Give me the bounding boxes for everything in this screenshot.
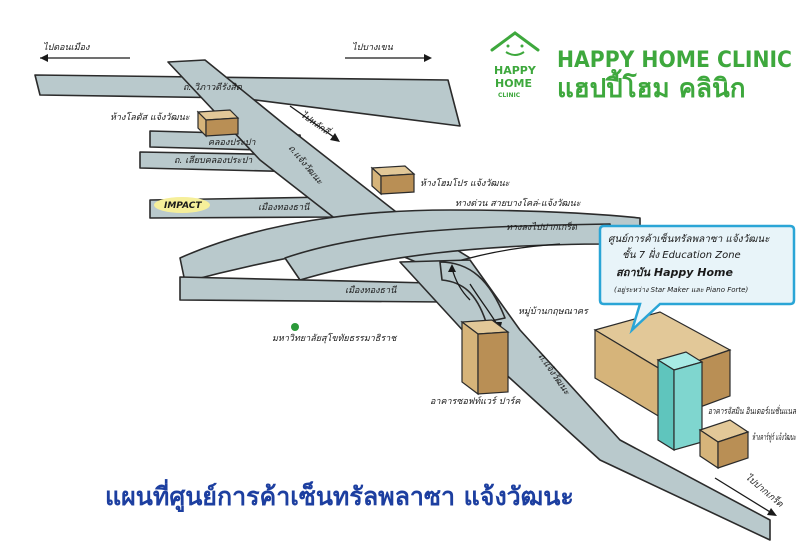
label-to-pakkret: ไปปากเกร็ด — [743, 471, 787, 510]
label-village: หมู่บ้านกฤษณาคร — [518, 306, 589, 317]
label-software-park: อาคารซอฟท์แวร์ ปาร์ค — [430, 396, 521, 407]
arrow-to-laksi — [289, 105, 339, 141]
label-homepro: ห้างโฮมโปร แจ้งวัฒนะ — [420, 177, 511, 189]
logo: HAPPY HOME CLINIC HAPPY HOME CLINIC แฮปป… — [494, 48, 792, 104]
road-vibhavadi — [34, 74, 461, 127]
logo-mark-line2: HOME — [495, 77, 532, 90]
logo-mark-line3: CLINIC — [498, 92, 521, 99]
logo-mark-line1: HAPPY — [494, 64, 537, 77]
label-carrefour: ห้างคาร์ฟูร์ แจ้งวัฒนะ — [752, 432, 797, 443]
callout-bubble — [598, 224, 796, 335]
building-glass-tower — [656, 351, 704, 452]
building-carrefour — [698, 419, 750, 470]
building-lotus — [196, 109, 240, 138]
road-ramp-village — [439, 261, 506, 323]
label-sukhothai: มหาวิทยาลัยสุโขทัยธรรมาธิราช — [272, 332, 398, 344]
label-building: อาคารจัสมิน อินเตอร์เนชั่นแนล — [708, 404, 796, 417]
callout-line4: (อยู่ระหว่าง Star Maker และ Piano Forte) — [614, 286, 748, 294]
logo-name-en: HAPPY HOME CLINIC — [557, 48, 792, 73]
building-software-park — [460, 319, 510, 396]
label-muang-thong-2: เมืองทองธานี — [345, 285, 398, 296]
label-to-donmueang: ไปดอนเมือง — [43, 41, 90, 53]
label-vibhavadi: ถ. วิภาวดีรังสิต — [183, 82, 243, 93]
label-liap-khlong-prapa: ถ. เลียบคลองประปา — [174, 155, 253, 166]
label-to-bangkhen: ไปบางเขน — [352, 41, 394, 53]
label-expressway: ทางด่วน สายบางโคล่-แจ้งวัฒนะ — [455, 197, 582, 209]
road-muang-thong-lower — [179, 276, 447, 303]
map-title: แผนที่ศูนย์การค้าเซ็นทรัลพลาซา แจ้งวัฒนะ — [105, 479, 574, 513]
arrow-exit — [469, 243, 561, 259]
logo-mark-icon — [490, 31, 540, 56]
direction-arrows — [40, 54, 777, 516]
arrow-to-pakkret — [714, 477, 776, 516]
label-khlong-prapa: คลองประปา — [208, 138, 256, 148]
label-impact: IMPACT — [164, 201, 202, 211]
impact-badge — [154, 197, 210, 213]
callout-line2: ชั้น 7 ฝั่ง Education Zone — [622, 247, 741, 261]
building-homepro — [370, 165, 416, 196]
label-muang-thong-1: เมืองทองธานี — [258, 202, 311, 213]
university-marker-icon — [291, 323, 299, 331]
label-lotus: ห้างโลตัส แจ้งวัฒนะ — [110, 111, 191, 123]
callout-line1: ศูนย์การค้าเซ็นทรัลพลาซา แจ้งวัฒนะ — [608, 232, 770, 245]
label-exit-pakkret: ทางลงไปปากเกร็ด — [506, 221, 578, 233]
callout-line3: สถาบัน Happy Home — [616, 266, 733, 279]
logo-name-th: แฮปปี้โฮม คลินิก — [557, 68, 746, 104]
